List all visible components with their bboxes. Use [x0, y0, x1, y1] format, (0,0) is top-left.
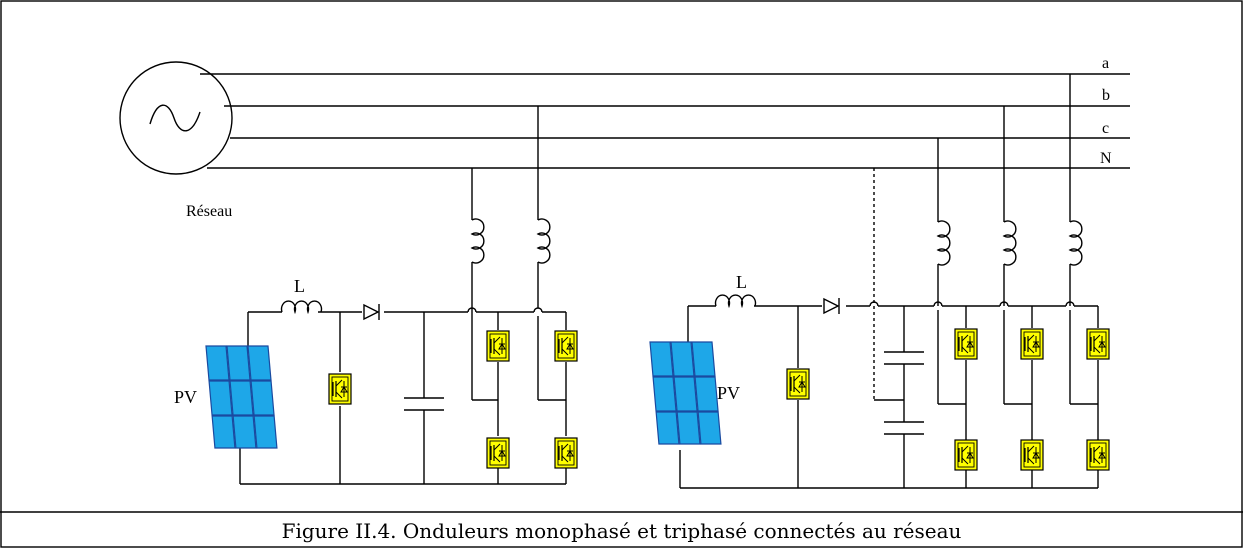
single-phase-inverter	[239, 106, 567, 485]
igbt-switch-icon	[486, 330, 510, 362]
inductor-icon	[280, 300, 323, 313]
phase-c-label: c	[1102, 120, 1109, 137]
diode-icon	[363, 303, 380, 321]
grid-label: Réseau	[186, 203, 232, 220]
ac-source-icon	[119, 61, 233, 175]
igbt-switch-icon	[1020, 439, 1044, 471]
igbt-switch-icon	[1020, 328, 1044, 360]
grid-bus	[200, 73, 1130, 169]
phase-a-label: a	[1102, 55, 1109, 72]
inductor-icon	[1003, 220, 1017, 266]
igbt-switch-icon	[554, 330, 578, 362]
igbt-switch-icon	[1086, 439, 1110, 471]
three-phase-inverter	[679, 74, 1099, 489]
igbt-switch-icon	[486, 437, 510, 469]
igbt-switch-icon	[328, 373, 352, 405]
inductor-icon	[937, 220, 951, 266]
figure-caption: Figure II.4. Onduleurs monophasé et trip…	[281, 519, 962, 543]
inductor-right-label: L	[736, 272, 747, 292]
inductor-icon	[471, 218, 485, 264]
inductor-left-label: L	[294, 276, 305, 296]
pv-left-label: PV	[174, 387, 197, 407]
pv-right-label: PV	[717, 383, 740, 403]
pv-panel-icon	[649, 341, 722, 445]
igbt-switch-icon	[954, 328, 978, 360]
inductor-icon	[537, 218, 551, 264]
phase-b-label: b	[1102, 87, 1110, 104]
neutral-label: N	[1100, 150, 1112, 167]
igbt-switch-icon	[554, 437, 578, 469]
igbt-switch-icon	[954, 439, 978, 471]
igbt-switch-icon	[1086, 328, 1110, 360]
igbt-switch-icon	[786, 368, 810, 400]
diode-icon	[823, 297, 840, 315]
inductor-icon	[714, 294, 757, 307]
pv-panel-icon	[205, 345, 278, 449]
inductor-icon	[1069, 220, 1083, 266]
